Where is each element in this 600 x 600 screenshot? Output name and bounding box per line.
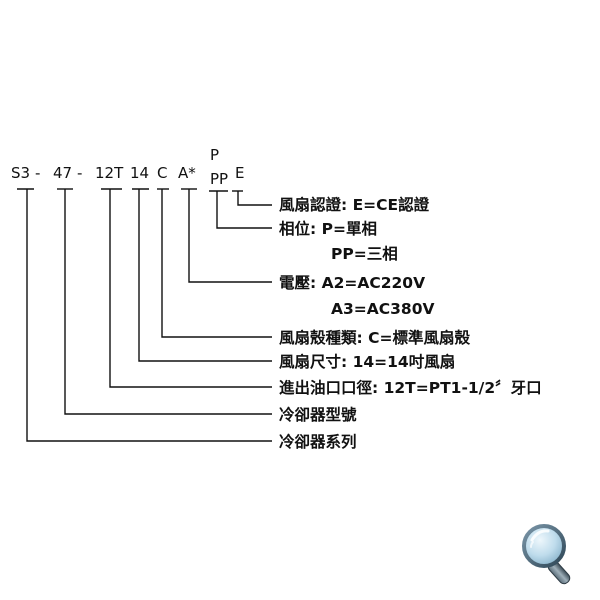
- leader-series: [26, 189, 272, 442]
- leader-housing: [161, 189, 272, 338]
- code-dash-1: -: [35, 164, 40, 182]
- desc-port: 進出油口口徑: 12T=PT1-1/2〞牙口: [279, 378, 542, 397]
- leader-phase: [216, 191, 272, 229]
- desc-voltage: 電壓: A2=AC220V: [279, 274, 425, 292]
- leader-port: [109, 189, 272, 388]
- code-dash-2: -: [77, 164, 82, 182]
- magnifier-icon: [522, 524, 571, 585]
- code-phase-top: P: [210, 146, 219, 164]
- code-series: S3: [11, 164, 30, 182]
- leader-model: [64, 189, 272, 415]
- code-port: 12T: [95, 164, 124, 182]
- code-model: 47: [53, 164, 72, 182]
- desc-housing: 風扇殼種類: C=標準風扇殼: [279, 328, 470, 347]
- desc-model: 冷卻器型號: [279, 405, 357, 424]
- desc-phase: 相位: P=單相: [279, 219, 377, 238]
- desc-phase-alt: PP=三相: [331, 244, 398, 263]
- code-voltage: A*: [178, 164, 196, 182]
- code-phase-bottom: PP: [210, 170, 228, 188]
- leader-fan-size: [138, 189, 272, 362]
- code-fan-size: 14: [130, 164, 149, 182]
- leader-cert: [237, 191, 272, 206]
- zoom-button[interactable]: [518, 520, 582, 588]
- code-housing: C: [157, 164, 167, 182]
- code-cert: E: [235, 164, 244, 182]
- desc-voltage-alt: A3=AC380V: [331, 300, 435, 318]
- desc-series: 冷卻器系列: [279, 432, 357, 451]
- desc-fan-size: 風扇尺寸: 14=14吋風扇: [279, 352, 455, 371]
- desc-cert: 風扇認證: E=CE認證: [279, 195, 430, 214]
- leader-voltage: [188, 189, 272, 283]
